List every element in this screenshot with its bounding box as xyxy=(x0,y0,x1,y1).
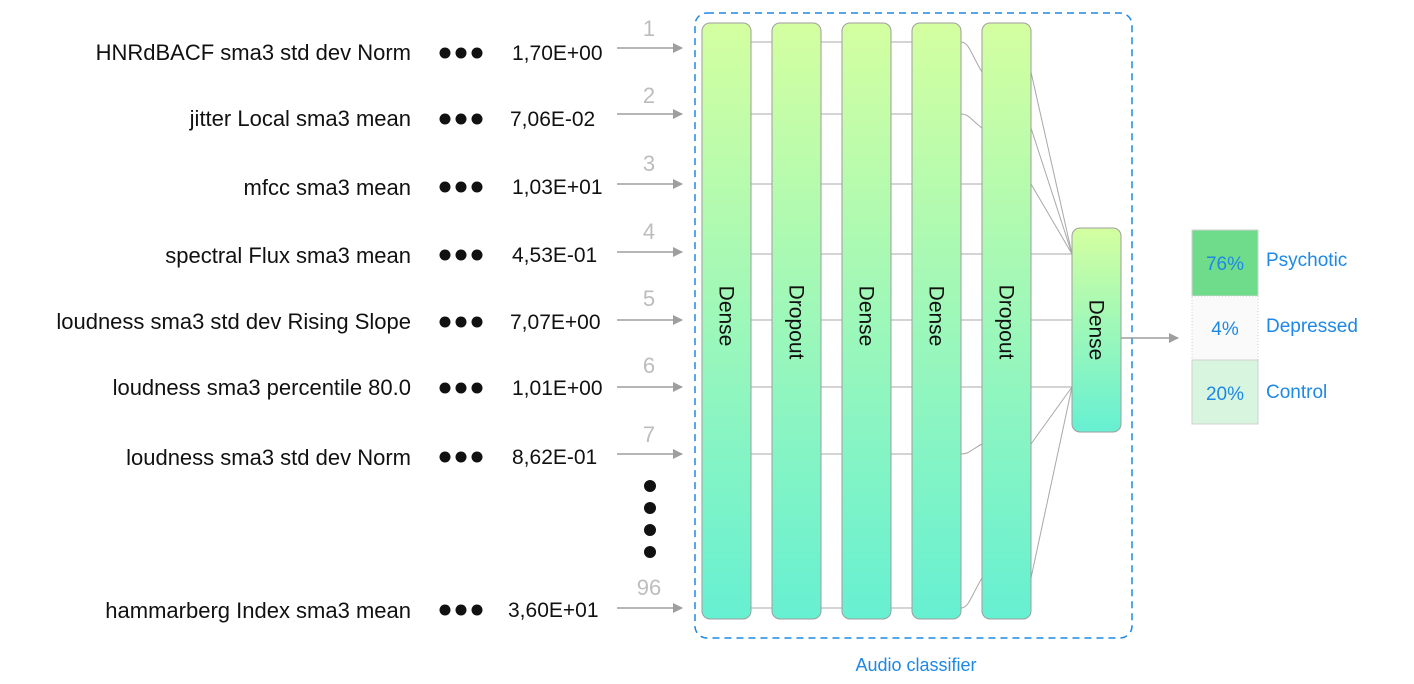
output-box-control xyxy=(1191,359,1259,425)
feature-value: 4,53E-01 xyxy=(512,244,597,267)
layer-label: Dense xyxy=(855,286,878,347)
layer-dense-1: Dense xyxy=(701,22,752,620)
layer-dense-3: Dense xyxy=(911,22,962,620)
feature-index: 1 xyxy=(643,16,655,41)
feature-value: 3,60E+01 xyxy=(508,599,599,622)
layer-connections xyxy=(751,41,1073,609)
feature-value: 7,06E-02 xyxy=(510,108,595,131)
connection-line xyxy=(1030,71,1073,255)
feature-index: 3 xyxy=(643,151,655,176)
ellipsis-dots-icon xyxy=(439,47,483,59)
feature-row: loudness sma3 std dev Norm 8,62E-01 7 xyxy=(126,422,655,470)
layer-block xyxy=(1071,227,1122,433)
feature-row: HNRdBACF sma3 std dev Norm 1,70E+00 1 xyxy=(96,16,656,65)
feature-value: 7,07E+00 xyxy=(510,311,601,334)
input-arrows xyxy=(617,43,683,613)
layer-block xyxy=(701,22,752,620)
layer-label: Dense xyxy=(715,286,738,347)
feature-row: jitter Local sma3 mean 7,06E-02 2 xyxy=(189,83,655,131)
classifier-caption: Audio classifier xyxy=(855,655,976,675)
layer-dense-2: Dense xyxy=(841,22,892,620)
connection-line xyxy=(1030,183,1073,255)
feature-row: spectral Flux sma3 mean 4,53E-01 4 xyxy=(165,219,655,268)
output-percent: 4% xyxy=(1211,319,1239,340)
connection-line xyxy=(1030,386,1073,445)
ellipsis-dots-icon xyxy=(439,181,483,193)
feature-value: 1,03E+01 xyxy=(512,176,603,199)
feature-index: 96 xyxy=(637,575,661,600)
layer-label: Dropout xyxy=(995,285,1018,360)
connection-line xyxy=(1030,127,1073,255)
feature-value: 1,01E+00 xyxy=(512,377,603,400)
feature-row: mfcc sma3 mean 1,03E+01 3 xyxy=(244,151,656,200)
feature-row: loudness sma3 std dev Rising Slope 7,07E… xyxy=(56,286,655,334)
classifier-boundary xyxy=(694,12,1133,639)
connection-line xyxy=(960,113,983,129)
feature-label: mfcc sma3 mean xyxy=(244,175,412,200)
output-label: Psychotic xyxy=(1266,250,1347,271)
feature-value: 8,62E-01 xyxy=(512,446,597,469)
feature-index: 4 xyxy=(643,219,655,244)
layer-dropout-2: Dropout xyxy=(981,22,1032,620)
layer-block xyxy=(911,22,962,620)
connection-line xyxy=(1030,386,1073,579)
feature-row: loudness sma3 percentile 80.0 1,01E+00 6 xyxy=(113,353,656,400)
feature-label: hammarberg Index sma3 mean xyxy=(105,598,411,623)
feature-label: HNRdBACF sma3 std dev Norm xyxy=(96,40,411,65)
ellipsis-dots-icon xyxy=(439,316,483,328)
output-box-depressed xyxy=(1191,295,1259,361)
output-percent: 20% xyxy=(1206,384,1244,405)
feature-index: 2 xyxy=(643,83,655,108)
layer-label: Dense xyxy=(925,286,948,347)
layer-dropout-1: Dropout xyxy=(771,22,822,620)
ellipsis-dots-icon xyxy=(439,113,483,125)
feature-rows: HNRdBACF sma3 std dev Norm 1,70E+00 1 ji… xyxy=(56,16,661,623)
output-box-psychotic xyxy=(1191,229,1259,297)
layer-label: Dropout xyxy=(785,285,808,360)
layer-block xyxy=(841,22,892,620)
layer-block xyxy=(771,22,822,620)
connection-line xyxy=(960,41,983,73)
ellipsis-dots-icon xyxy=(439,382,483,394)
feature-label: loudness sma3 percentile 80.0 xyxy=(113,375,411,400)
feature-value: 1,70E+00 xyxy=(512,42,603,65)
output-percent: 76% xyxy=(1206,254,1244,275)
feature-index: 7 xyxy=(643,422,655,447)
layer-label: Dense xyxy=(1085,300,1108,361)
feature-label: spectral Flux sma3 mean xyxy=(165,243,411,268)
output-label: Depressed xyxy=(1266,316,1358,337)
layer-block xyxy=(981,22,1032,620)
output-label: Control xyxy=(1266,382,1327,403)
ellipsis-dots-icon xyxy=(439,451,483,463)
output-probabilities: 76% Psychotic 4% Depressed 20% Control xyxy=(1191,229,1358,425)
layer-dense-output: Dense xyxy=(1071,227,1122,433)
feature-label: jitter Local sma3 mean xyxy=(189,106,411,131)
ellipsis-dots-icon xyxy=(439,604,483,616)
connection-line xyxy=(960,577,983,609)
vertical-ellipsis-icon xyxy=(644,480,656,558)
network-layers: Dense Dropout Dense Dense Dropout Dense xyxy=(701,22,1122,620)
feature-index: 6 xyxy=(643,353,655,378)
ellipsis-dots-icon xyxy=(439,249,483,261)
feature-row: hammarberg Index sma3 mean 3,60E+01 96 xyxy=(105,575,661,623)
connection-line xyxy=(960,443,983,455)
feature-label: loudness sma3 std dev Rising Slope xyxy=(56,309,411,334)
feature-label: loudness sma3 std dev Norm xyxy=(126,445,411,470)
feature-index: 5 xyxy=(643,286,655,311)
